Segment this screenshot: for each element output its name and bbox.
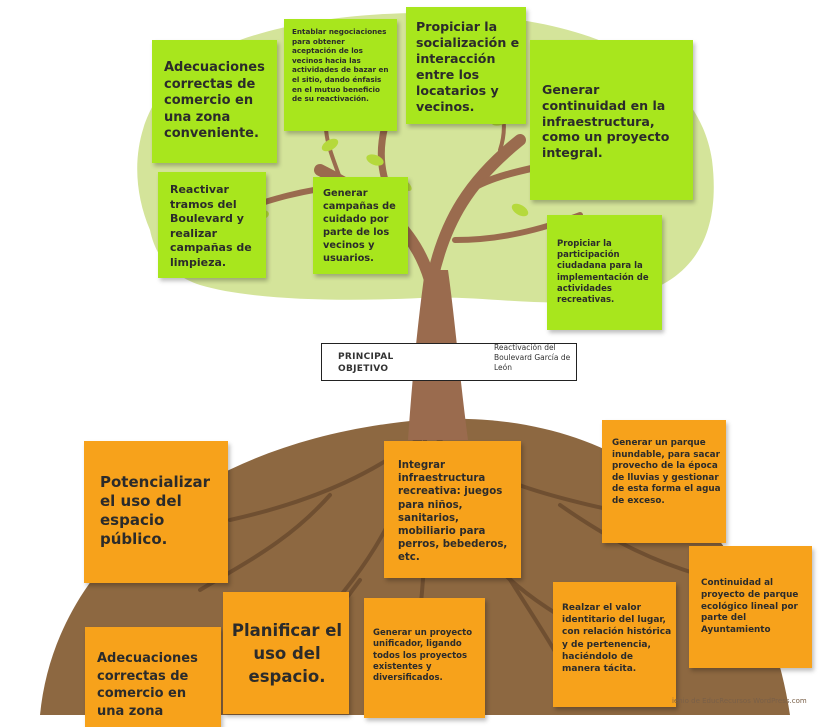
principal-objective-box: PRINCIPAL OBJETIVO Reactivación del Boul… bbox=[321, 343, 577, 381]
leaf-note-commerce: Adecuaciones correctas de comercio en un… bbox=[152, 40, 277, 163]
root-note-plan-space: Planificar el uso del espacio. bbox=[223, 592, 349, 714]
root-note-commerce: Adecuaciones correctas de comercio en un… bbox=[85, 627, 221, 727]
root-note-recreational-infrastructure: Integrar infraestructura recreativa: jue… bbox=[384, 441, 521, 578]
leaf-note-continuity: Generar continuidad en la infraestructur… bbox=[530, 40, 693, 200]
leaf-note-socialization: Propiciar la socialización e interacción… bbox=[406, 7, 526, 124]
root-note-unifying-project: Generar un proyecto unificador, ligando … bbox=[364, 598, 485, 718]
objective-label: PRINCIPAL OBJETIVO bbox=[338, 351, 418, 375]
image-credit: ienio de EducRecursos WordPress.com bbox=[672, 697, 807, 705]
leaf-note-campaigns: Generar campañas de cuidado por parte de… bbox=[313, 177, 408, 274]
leaf-note-negotiations: Entablar negociaciones para obtener acep… bbox=[284, 19, 397, 131]
leaf-note-participation: Propiciar la participación ciudadana par… bbox=[547, 215, 662, 330]
root-note-identity: Realzar el valor identitario del lugar, … bbox=[553, 582, 676, 707]
leaf-note-reactivate: Reactivar tramos del Boulevard y realiza… bbox=[158, 172, 266, 278]
objective-value: Reactivación del Boulevard García de Leó… bbox=[494, 343, 574, 373]
root-note-flood-park: Generar un parque inundable, para sacar … bbox=[602, 420, 726, 543]
root-note-public-space: Potencializar el uso del espacio público… bbox=[84, 441, 228, 583]
root-note-ecological-park: Continuidad al proyecto de parque ecológ… bbox=[689, 546, 812, 668]
